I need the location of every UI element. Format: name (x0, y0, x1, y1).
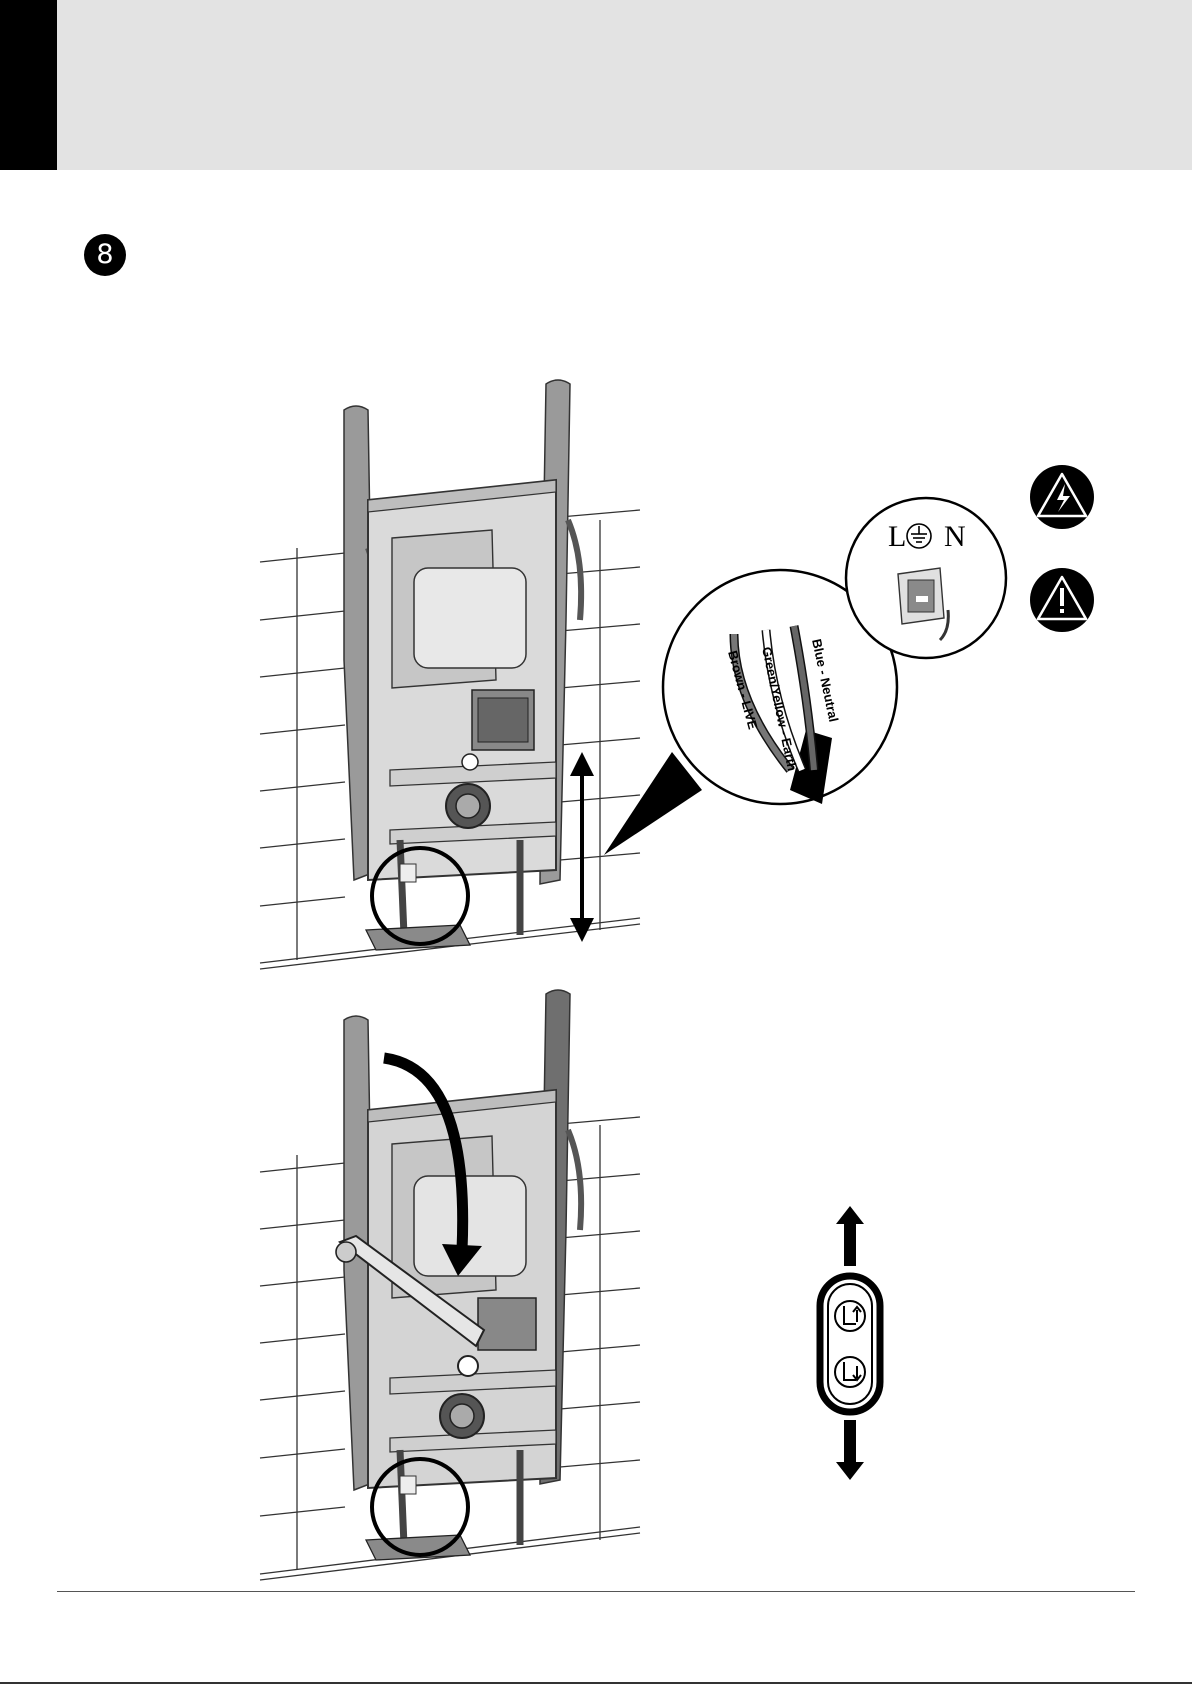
callout-pointer (604, 752, 702, 855)
terminal-neutral-label: N (944, 520, 966, 553)
caution-exclamation-icon (1030, 568, 1094, 632)
lower-icon (835, 1357, 865, 1387)
service-panel (414, 568, 526, 668)
electrical-hazard-icon (1030, 465, 1094, 529)
footer-rule (57, 1591, 1135, 1592)
terminal-live-label: L (888, 520, 906, 553)
page-edge (0, 1682, 1192, 1684)
arrow-down-icon (836, 1462, 864, 1480)
frame-figure-top (260, 380, 702, 969)
socket-callout: L N (846, 498, 1006, 658)
arrow-up-icon (836, 1206, 864, 1224)
frame-figure-bottom (260, 990, 640, 1580)
raise-icon (835, 1301, 865, 1331)
height-remote (820, 1206, 880, 1480)
